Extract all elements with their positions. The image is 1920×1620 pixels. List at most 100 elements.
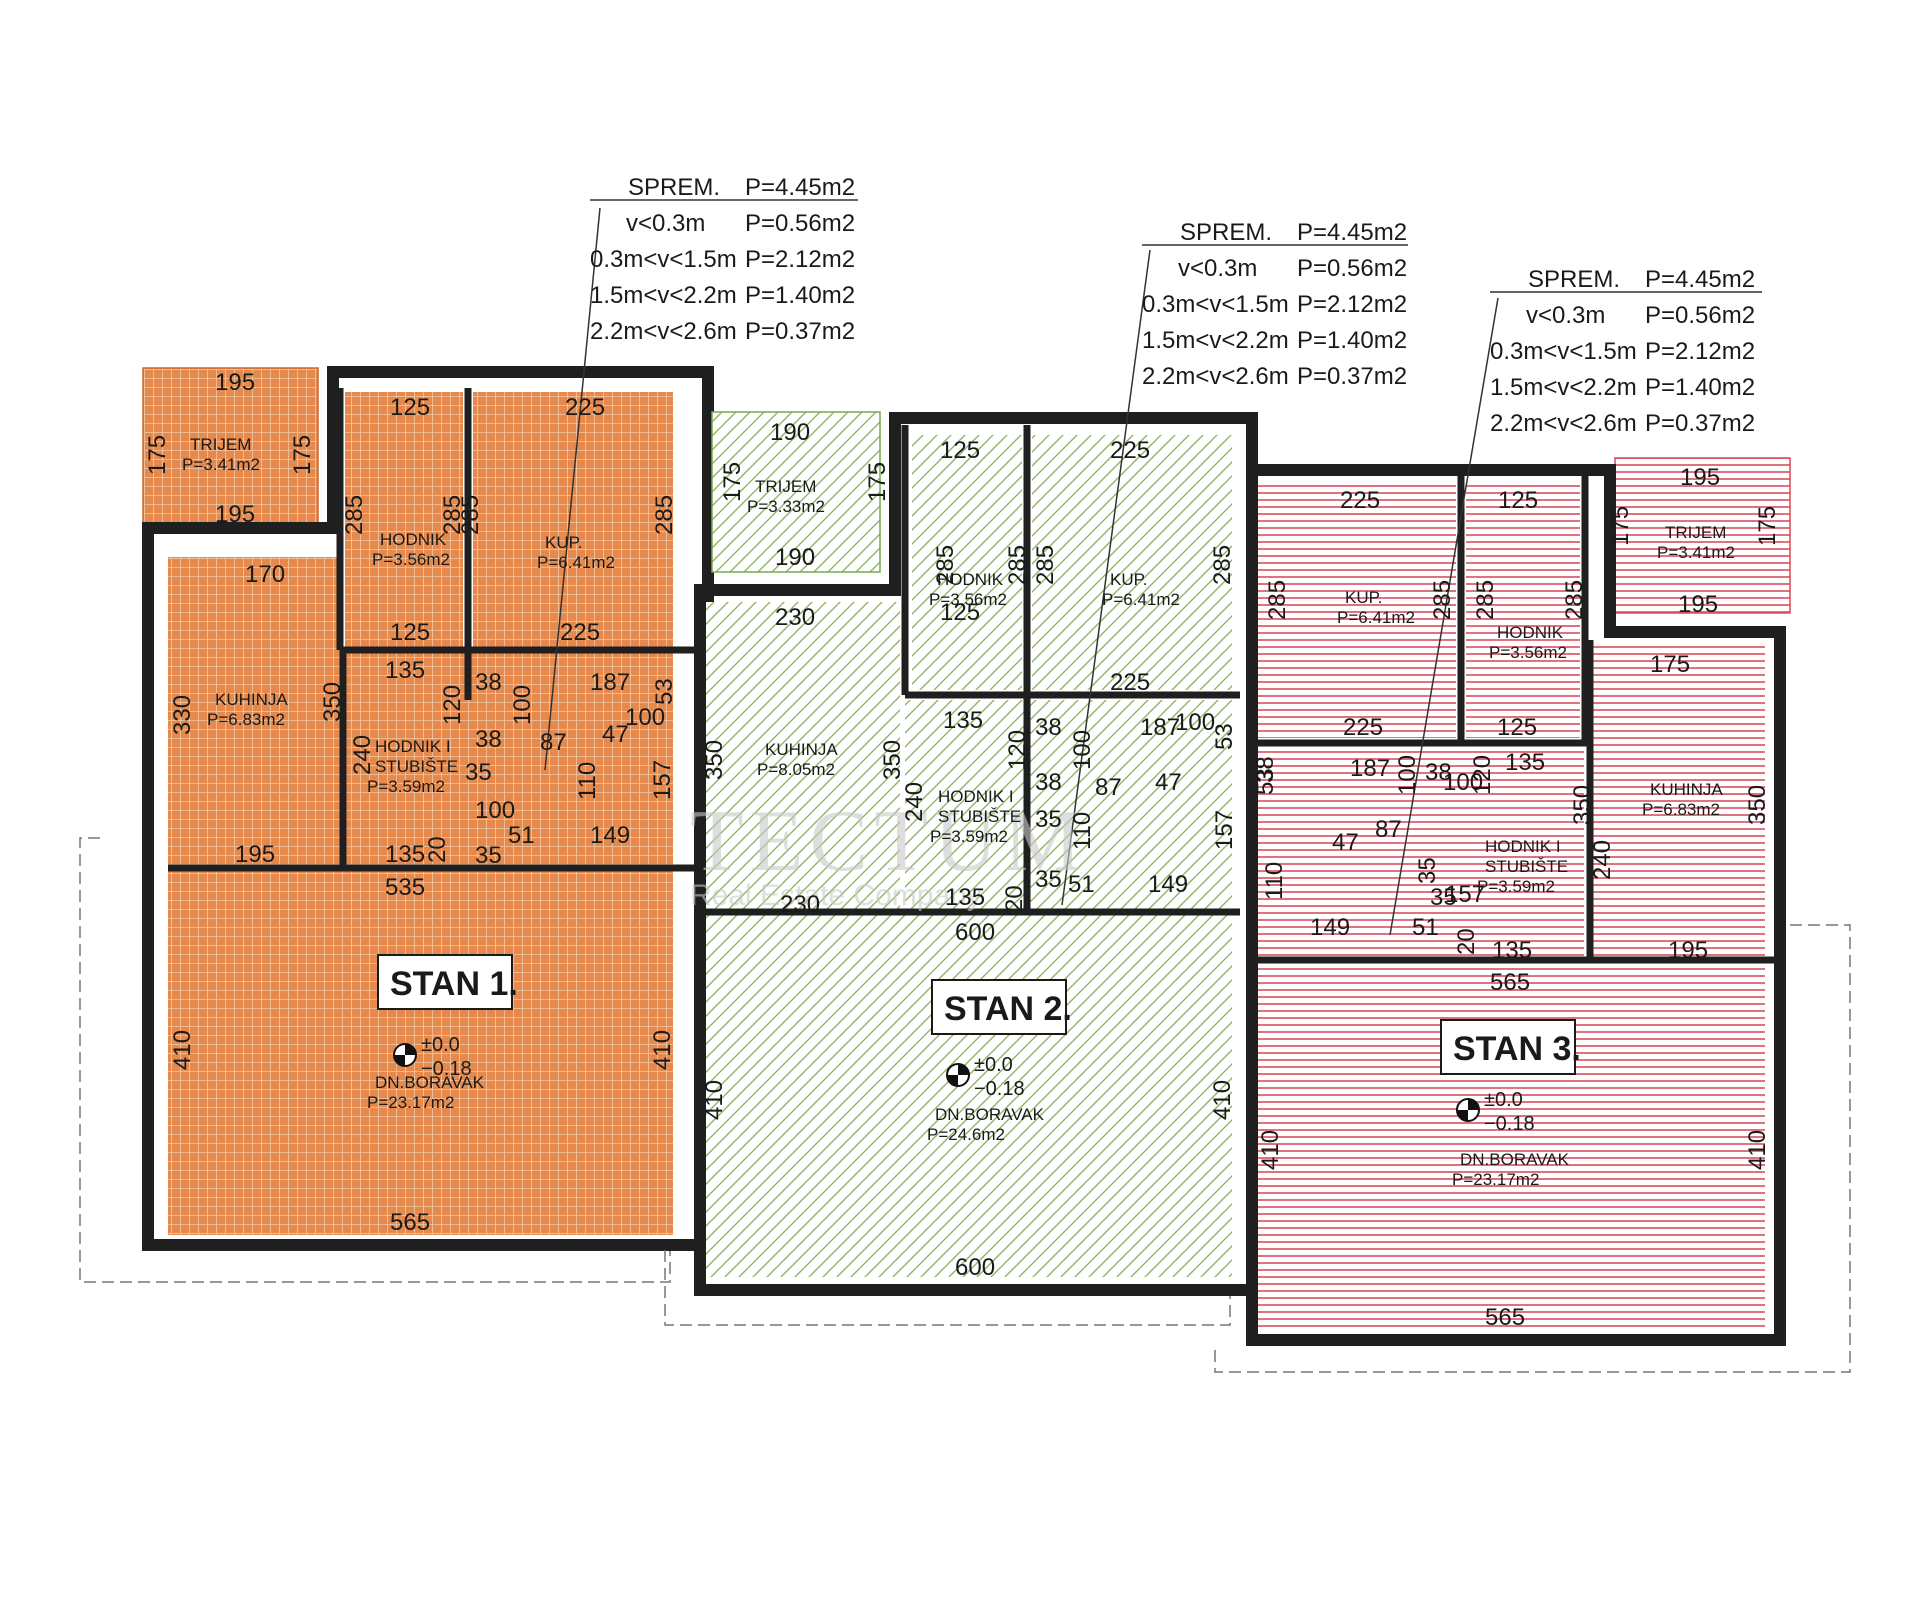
room-trijem	[142, 367, 319, 524]
room-area: P=8.05m2	[757, 760, 835, 779]
dimension-label: 125	[940, 437, 980, 464]
room-name: HODNIK	[937, 570, 1004, 589]
walls-inner	[1252, 475, 1780, 964]
storage-table-lines	[544, 199, 858, 771]
dimension-label: 195	[215, 369, 255, 396]
room-area: P=6.41m2	[537, 553, 615, 572]
storage-tables	[544, 199, 1762, 936]
dimension-label: 225	[565, 394, 605, 421]
room-hodnik	[1466, 480, 1580, 738]
storage-row-value: P=1.40m2	[1297, 327, 1407, 354]
room-hodnik-stubiste	[905, 700, 1232, 910]
dimension-label: 410	[1744, 1130, 1771, 1170]
storage-row-value: P=0.37m2	[1645, 410, 1755, 437]
dimension-label: 187	[590, 669, 630, 696]
level-minus: −0.18	[974, 1078, 1025, 1100]
dimension-label: 38	[1252, 756, 1279, 783]
dimension-label: 195	[1678, 591, 1718, 618]
dimension-label: 225	[1110, 669, 1150, 696]
dimension-label: 195	[1680, 464, 1720, 491]
dimension-label: 135	[945, 884, 985, 911]
dimension-label: 157	[1211, 810, 1238, 850]
storage-row-value: P=4.45m2	[1297, 219, 1407, 246]
dimension-label: 285	[457, 495, 484, 535]
dimension-label: 410	[1209, 1080, 1236, 1120]
room-name: HODNIK I	[938, 787, 1014, 806]
dimension-label: 175	[864, 462, 891, 502]
storage-row-value: P=0.37m2	[1297, 363, 1407, 390]
dimension-label: 135	[385, 841, 425, 868]
dimension-label: 38	[1035, 769, 1062, 796]
dimension-label: 100	[1394, 755, 1421, 795]
storage-row-label: 2.2m<v<2.6m	[1490, 410, 1637, 437]
storage-row-value: P=4.45m2	[745, 174, 855, 201]
room-area: P=6.83m2	[1642, 800, 1720, 819]
dimension-label: 190	[770, 419, 810, 446]
storage-row-label: SPREM.	[1528, 266, 1620, 293]
dimension-label: 175	[1607, 506, 1634, 546]
dimension-label: 20	[1453, 928, 1480, 955]
dimension-label: 35	[475, 842, 502, 869]
dimension-label: 195	[235, 841, 275, 868]
room-kuhinja	[1590, 645, 1765, 958]
dimension-label: 53	[1252, 768, 1279, 795]
dimension-label: 110	[574, 762, 601, 800]
dimension-label: 225	[1343, 714, 1383, 741]
dimension-label: 195	[1668, 937, 1708, 964]
storage-row-value: P=0.56m2	[1297, 255, 1407, 282]
level-minus: −0.18	[421, 1058, 472, 1080]
room-area: P=6.41m2	[1102, 590, 1180, 609]
storage-row-label: 1.5m<v<2.2m	[1490, 374, 1637, 401]
storage-row-label: v<0.3m	[626, 210, 705, 237]
storage-table-lines	[1389, 291, 1762, 936]
room-name: TRIJEM	[755, 477, 816, 496]
dimension-label: 240	[349, 735, 376, 775]
dimension-label: 135	[1505, 749, 1545, 776]
dimension-label: 230	[775, 604, 815, 631]
storage-row-label: v<0.3m	[1526, 302, 1605, 329]
dimension-label: 20	[424, 836, 451, 863]
dimension-label: 410	[1257, 1130, 1284, 1170]
room-hodnik	[912, 435, 1022, 690]
room-area: P=3.59m2	[367, 777, 445, 796]
room-hodnik-stubiste	[343, 653, 673, 865]
dimension-label: 125	[390, 394, 430, 421]
dimension-label: 350	[879, 740, 906, 780]
room-name: HODNIK I	[375, 737, 451, 756]
room-name: DN.BORAVAK	[935, 1105, 1045, 1124]
dimension-label: 410	[701, 1080, 728, 1120]
room-area: P=24.6m2	[927, 1125, 1005, 1144]
dimension-label: 565	[390, 1209, 430, 1236]
dimension-label: 125	[1497, 714, 1537, 741]
storage-row-value: P=0.56m2	[745, 210, 855, 237]
level-plus: ±0.0	[974, 1054, 1013, 1076]
storage-table-lines	[1061, 244, 1408, 906]
dimension-label: 35	[1035, 866, 1062, 893]
dimension-label: 175	[1754, 506, 1781, 546]
room-name: KUHINJA	[215, 690, 288, 709]
storage-row-label: 2.2m<v<2.6m	[590, 318, 737, 345]
room-trijem	[711, 411, 881, 573]
dimension-label: 410	[649, 1030, 676, 1070]
dimension-label: 350	[1744, 785, 1771, 825]
dimension-label: 240	[901, 782, 928, 822]
dimension-label: 120	[439, 685, 466, 725]
dimension-label: 100	[625, 704, 665, 731]
dimension-label: 35	[1430, 884, 1457, 911]
room-name: KUHINJA	[765, 740, 838, 759]
room-dnevni-boravak	[700, 915, 1232, 1277]
dimension-label: 125	[1498, 487, 1538, 514]
level-plus: ±0.0	[421, 1034, 460, 1056]
storage-row-label: v<0.3m	[1178, 255, 1257, 282]
room-name: HODNIK I	[1485, 837, 1561, 856]
room-labels: TRIJEMP=3.41m2HODNIKP=3.56m2KUP.P=6.41m2…	[182, 435, 1735, 1189]
room-kuhinja	[168, 557, 343, 865]
dimension-label: 135	[943, 707, 983, 734]
dimension-label: 53	[651, 678, 678, 705]
room-area: P=6.41m2	[1337, 608, 1415, 627]
room-area: P=3.41m2	[182, 455, 260, 474]
storage-row-value: P=2.12m2	[1645, 338, 1755, 365]
